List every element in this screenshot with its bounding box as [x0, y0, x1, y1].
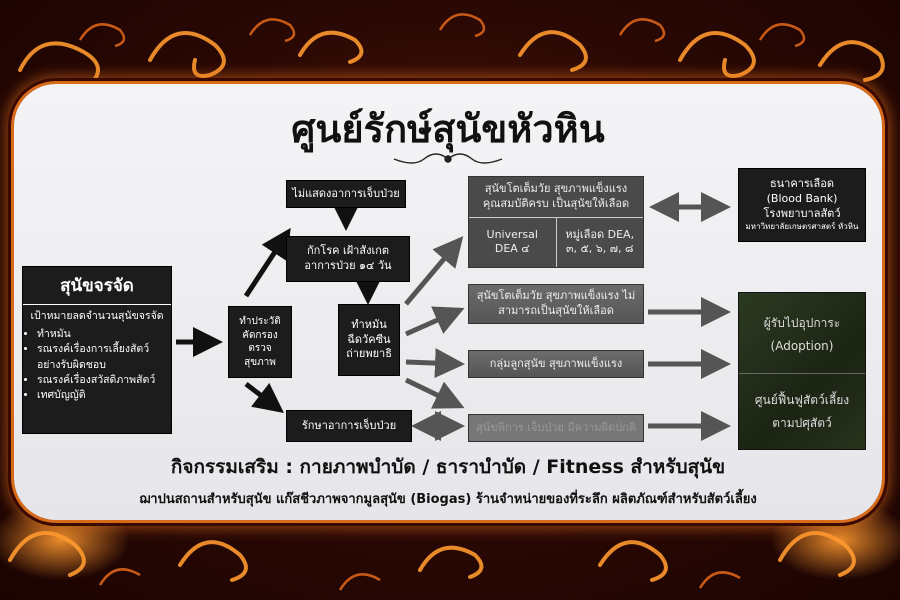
non-donor-box: สุนัขโตเต็มวัย สุขภาพแข็งแรง ไม่สามารถเป… [468, 284, 644, 324]
treatment-box: รักษาอาการเจ็บป่วย [286, 410, 412, 442]
activities-text: กิจกรรมเสริม : กายภาพบำบัด / ธาราบำบัด /… [170, 456, 726, 478]
blood-donor-box: สุนัขโตเต็มวัย สุขภาพแข็งแรง คุณสมบัติคร… [468, 176, 644, 268]
puppy-box: กลุ่มลูกสุนัข สุขภาพแข็งแรง [468, 350, 644, 378]
adoption-line2: (Adoption) [770, 338, 834, 353]
blood-bank-line2: (Blood Bank) [766, 192, 838, 206]
page-title: ศูนย์รักษ์สุนัขหัวหิน [291, 106, 605, 151]
stray-dog-subtitle: เป้าหมายลดจำนวนสุนัขจรจัด [30, 309, 164, 322]
blood-bank-line1: ธนาคารเลือด [769, 177, 835, 191]
list-item: เทศบัญญัติ [37, 388, 171, 403]
blood-bank-line4: มหาวิทยาลัยเกษตรศาสตร์ หัวหิน [745, 221, 859, 231]
blood-bank-box: ธนาคารเลือด (Blood Bank) โรงพยาบาลสัตว์ … [738, 168, 866, 242]
sick-dog-box: สุนัขพิการ เจ็บป่วย มีความผิดปกติ [468, 414, 644, 442]
blood-bank-line3: โรงพยาบาลสัตว์ [763, 207, 841, 221]
title-flourish-icon [393, 153, 503, 164]
facilities-text: ฌาปนสถานสำหรับสุนัข แก๊สชีวภาพจากมูลสุนั… [139, 492, 757, 507]
blood-donor-desc: สุนัขโตเต็มวัย สุขภาพแข็งแรง คุณสมบัติคร… [469, 177, 643, 218]
list-item: รณรงค์เรื่องสวัสดิภาพสัตว์ [37, 373, 171, 388]
list-item: ทำหมัน [37, 327, 171, 342]
adoption-box: ผู้รับไปอุปการะ (Adoption) ศูนย์ฟื้นฟูสั… [738, 292, 866, 450]
stray-dog-heading: สุนัขจรจัด [23, 267, 171, 305]
no-symptom-box: ไม่แสดงอาการเจ็บป่วย [286, 180, 406, 208]
adoption-line1: ผู้รับไปอุปการะ [763, 315, 841, 330]
adoption-line3: ศูนย์ฟื้นฟูสัตว์เลี้ยง [754, 393, 850, 407]
blood-type-universal: Universal DEA ๔ [469, 217, 557, 267]
screening-box: ทำประวัติ คัดกรอง ตรวจสุขภาพ [228, 306, 292, 378]
sign-board: ศูนย์รักษ์สุนัขหัวหิน [14, 84, 882, 520]
stray-dog-list: ทำหมัน รณรงค์เรื่องการเลี้ยงสัตว์อย่างรั… [23, 327, 171, 403]
sterilize-box: ทำหมัน ฉีดวัคซีน ถ่ายพยาธิ [338, 304, 400, 376]
blood-type-groups: หมู่เลือด DEA, ๓, ๕, ๖, ๗, ๘ [565, 227, 635, 256]
quarantine-box: กักโรค เฝ้าสังเกตอาการป่วย ๑๔ วัน [286, 236, 410, 282]
list-item: รณรงค์เรื่องการเลี้ยงสัตว์อย่างรับผิดชอบ [37, 342, 171, 372]
stray-dog-box: สุนัขจรจัด เป้าหมายลดจำนวนสุนัขจรจัด ทำห… [22, 266, 172, 434]
adoption-line4: ตามปศุสัตว์ [772, 416, 832, 430]
